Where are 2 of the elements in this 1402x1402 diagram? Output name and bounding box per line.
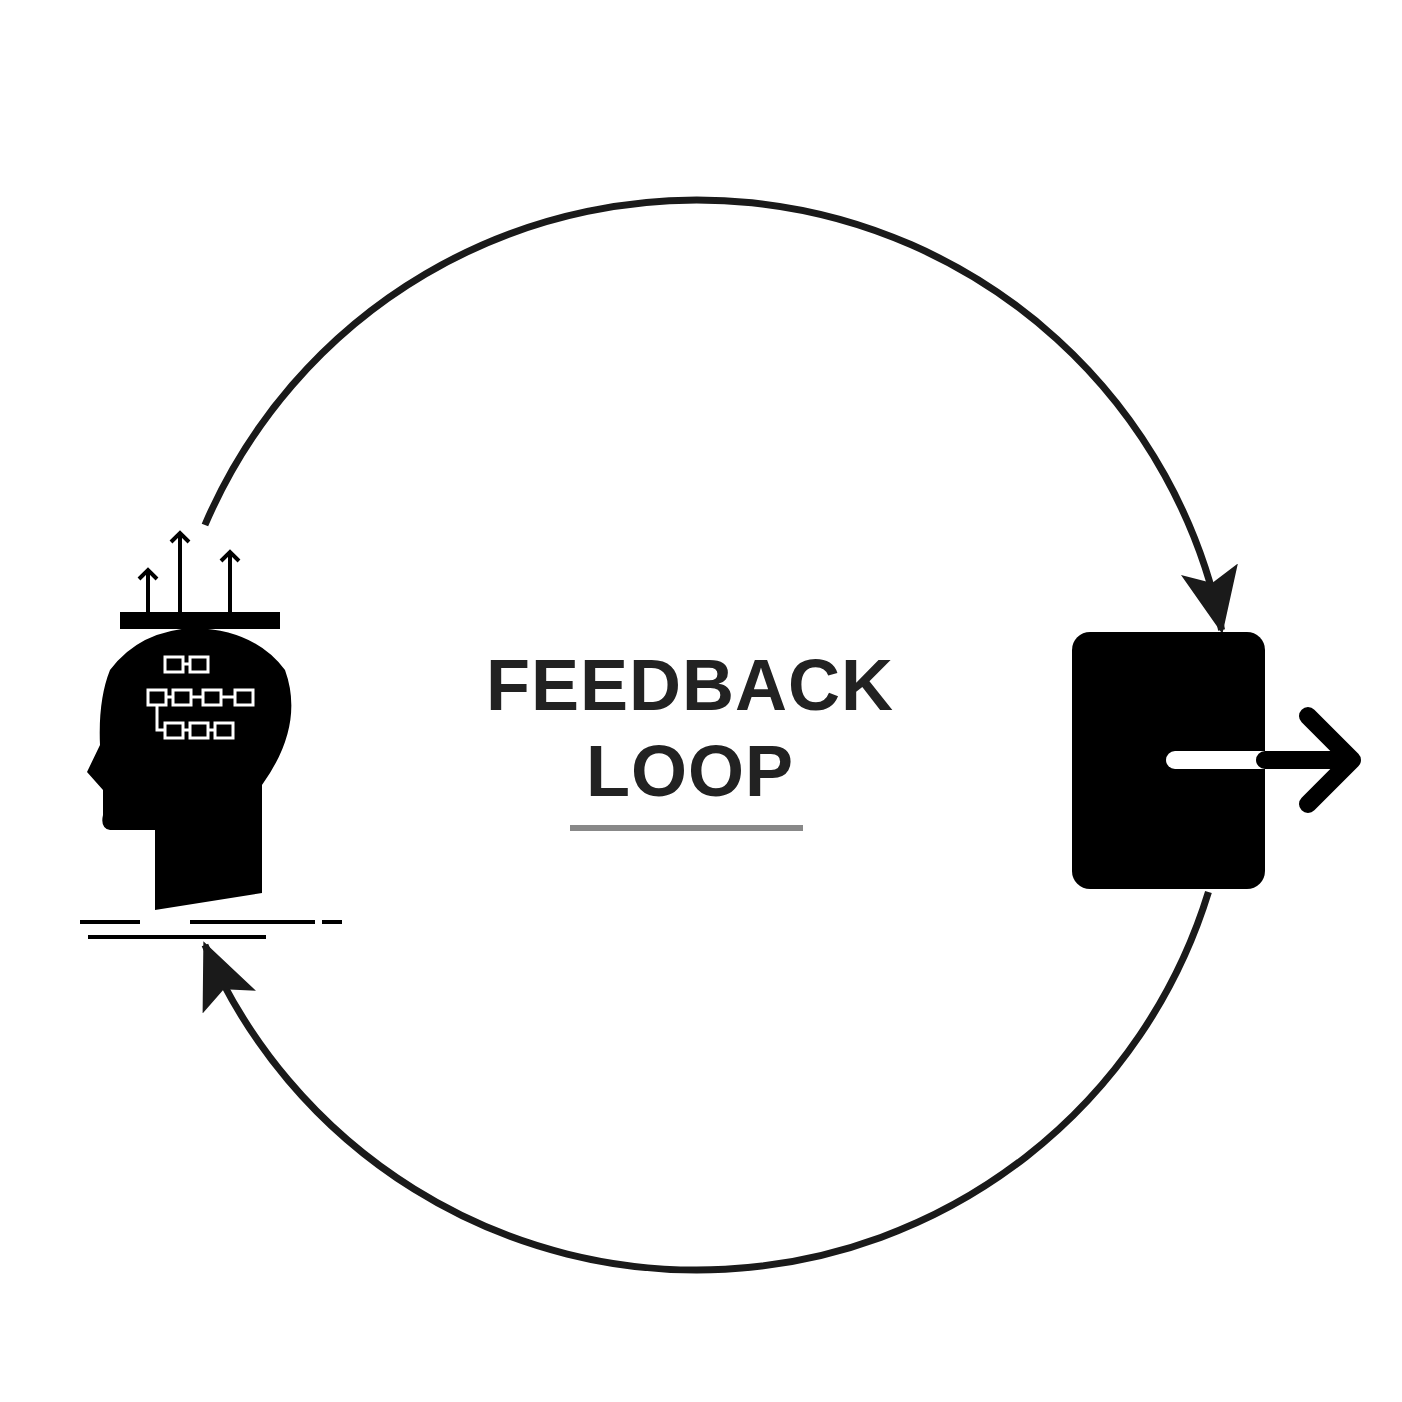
title: FEEDBACK LOOP [485,644,895,813]
curved-arrow [201,890,1212,1274]
